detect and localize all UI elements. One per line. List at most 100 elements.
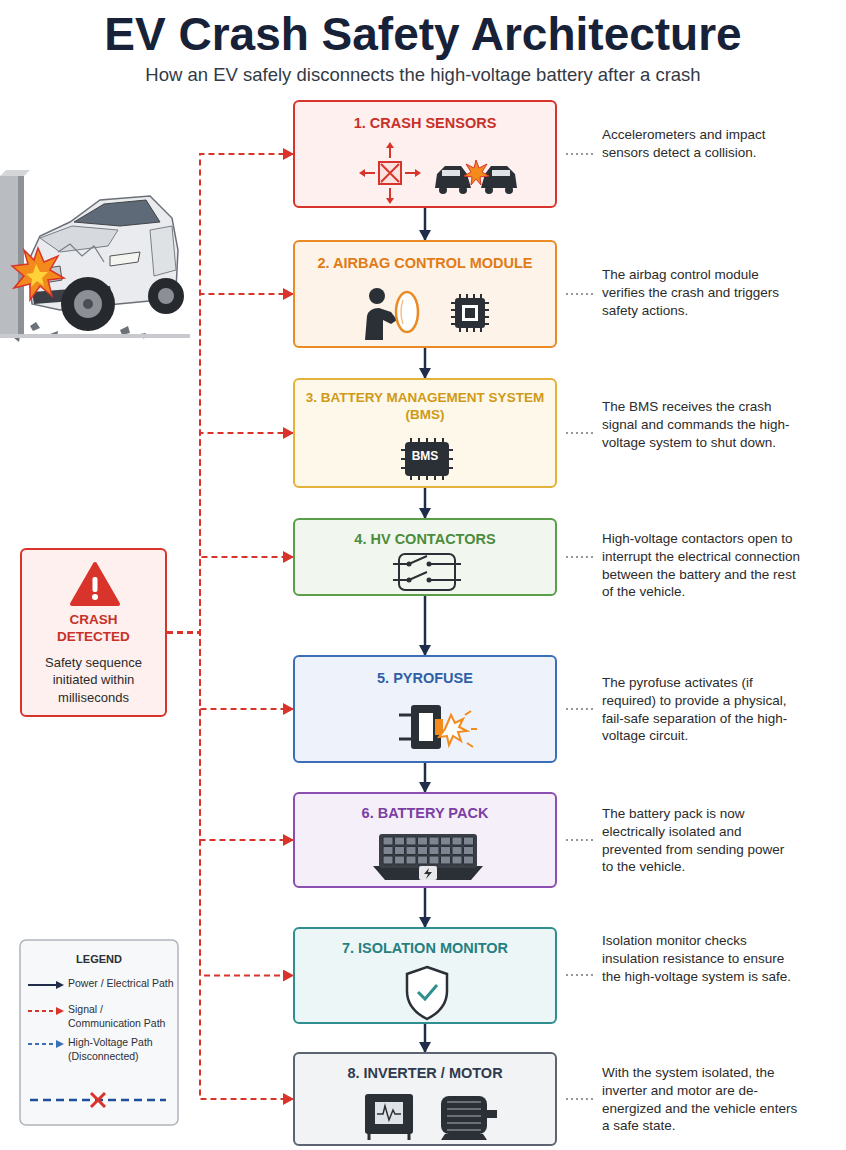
signal-connector (167, 294, 293, 633)
drawing-part (407, 562, 412, 567)
drawing-part (18, 176, 24, 336)
drawing-part (462, 305, 478, 321)
description-note: High-voltage contactors open to interrup… (602, 530, 802, 601)
drawing-part (379, 834, 477, 868)
power-connector (424, 888, 427, 927)
battery-cell (418, 856, 428, 864)
drawing-part (419, 713, 433, 741)
drawing-part (56, 1040, 64, 1048)
drawing-part (401, 438, 453, 480)
drawing-part (92, 594, 98, 600)
process-box: 6. BATTERY PACK (293, 792, 557, 888)
drawing-part (0, 334, 190, 338)
drawing-part (485, 186, 493, 194)
process-box: 2. AIRBAG CONTROL MODULE (293, 240, 557, 348)
process-box: 5. PYROFUSE (293, 655, 557, 763)
page-subtitle: How an EV safely disconnects the high-vo… (0, 64, 846, 86)
battery-cell (429, 837, 439, 845)
signal-connector (167, 154, 293, 633)
drawing-part (401, 300, 403, 324)
legend-text: Power / Electrical Path (68, 977, 174, 991)
box-body: Safety sequence initiated within millise… (22, 646, 165, 707)
description-note: The pyrofuse activates (if required) to … (602, 674, 792, 745)
drawing-part (427, 562, 432, 567)
drawing-part (377, 1106, 401, 1120)
drawing-part (399, 715, 411, 739)
drawing-part (61, 277, 115, 331)
drawing-part (369, 1134, 409, 1140)
drawing-part (566, 153, 596, 155)
drawing-part (407, 578, 412, 583)
battery-cell (418, 847, 428, 855)
battery-cell (464, 847, 474, 855)
box-heading: 5. PYROFUSE (295, 669, 555, 687)
drawing-part (455, 298, 485, 328)
drawing-part (83, 299, 93, 309)
drawing-part (505, 186, 513, 194)
chip-label: BMS (403, 449, 447, 465)
drawing-part (375, 1102, 403, 1124)
drawing-part (20, 940, 178, 1125)
drawing-part (72, 564, 118, 604)
drawing-part (418, 985, 437, 999)
page-title: EV Crash Safety Architecture (0, 8, 846, 61)
drawing-part (566, 974, 596, 976)
drawing-part (427, 578, 432, 583)
drawing-part (381, 164, 399, 182)
battery-cell (395, 837, 405, 845)
power-connector (424, 208, 427, 240)
battery-cell (429, 847, 439, 855)
leader-lines (566, 154, 596, 1099)
battery-cell (452, 856, 462, 864)
drawing-part (465, 308, 475, 318)
signal-connector (167, 633, 293, 1100)
description-note: With the system isolated, the inverter a… (602, 1064, 802, 1135)
battery-cell (464, 856, 474, 864)
signal-connector (167, 557, 293, 633)
battery-cell (383, 856, 393, 864)
signal-connector (167, 633, 293, 976)
drawing-part (481, 166, 517, 188)
box-heading: CRASH DETECTED (22, 612, 165, 646)
battery-cell (452, 837, 462, 845)
drawing-part (396, 292, 418, 332)
battery-cell (441, 847, 451, 855)
signal-connector (167, 633, 293, 841)
impact-burst (12, 248, 64, 300)
drawing-part (419, 866, 437, 880)
drawing-part (435, 166, 471, 188)
battery-cell (429, 856, 439, 864)
power-connector (424, 1024, 427, 1052)
drawing-part (442, 170, 460, 176)
drawing-part (373, 866, 483, 880)
battery-cell (395, 856, 405, 864)
battery-cell (452, 847, 462, 855)
process-box: 4. HV CONTACTORS (293, 518, 557, 596)
box-heading: 2. AIRBAG CONTROL MODULE (295, 254, 555, 272)
drawing-part (74, 290, 102, 318)
drawing-part (93, 577, 98, 592)
battery-cell (406, 837, 416, 845)
drawing-part (363, 146, 417, 200)
drawing-part (441, 1096, 487, 1134)
drawing-part (158, 288, 174, 304)
drawing-part (365, 308, 397, 340)
legend-text: High-Voltage Path (Disconnected) (68, 1036, 174, 1063)
description-note: Accelerometers and impact sensors detect… (602, 126, 792, 162)
drawing-part (459, 186, 467, 194)
description-note: Isolation monitor checks insulation resi… (602, 932, 797, 985)
drawing-part (464, 160, 489, 185)
drawing-part (74, 200, 160, 226)
battery-cell (464, 837, 474, 845)
drawing-part (383, 837, 474, 864)
alert-box: CRASH DETECTEDSafety sequence initiated … (20, 548, 167, 717)
drawing-part (28, 1043, 56, 1045)
battery-cell (395, 847, 405, 855)
drawing-part (487, 1110, 497, 1118)
description-note: The airbag control module verifies the c… (602, 266, 792, 319)
signal-connector (167, 433, 293, 633)
drawing-part (465, 711, 477, 747)
drawing-part (150, 226, 176, 276)
drawing-part (359, 169, 365, 177)
box-heading: 7. ISOLATION MONITOR (295, 939, 555, 957)
